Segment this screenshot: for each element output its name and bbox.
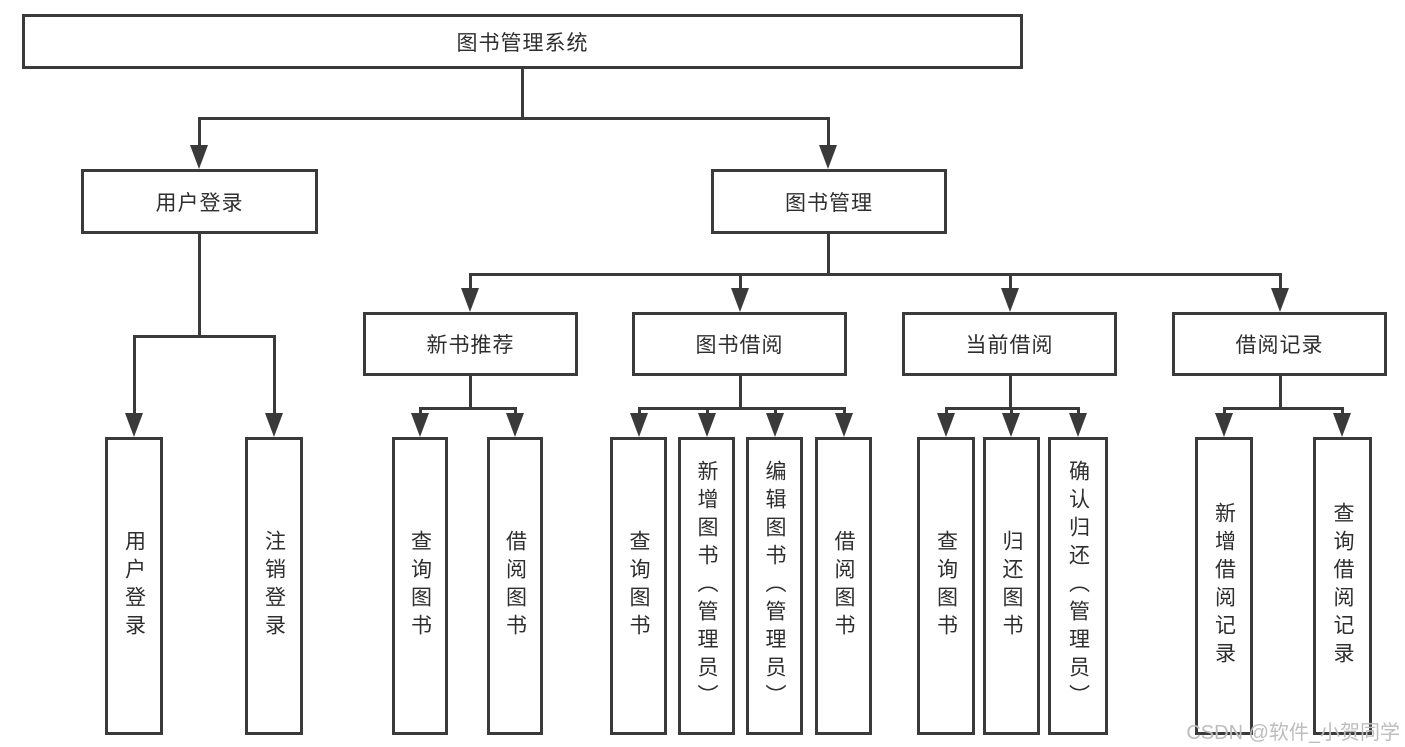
arrow-down-icon: [819, 145, 837, 169]
node-label-branch-new-book: 新书推荐: [426, 334, 515, 357]
connector-line: [197, 117, 830, 120]
arrow-down-icon: [835, 413, 853, 437]
diagram-node-branch-current: 当前借阅: [902, 312, 1117, 376]
arrow-down-icon: [630, 413, 648, 437]
node-label-root: 图书管理系统: [456, 31, 589, 55]
connector-line: [738, 273, 742, 292]
connector-line: [468, 273, 1282, 276]
diagram-node-leaf-add-record: 新增借阅记录: [1195, 437, 1253, 735]
diagram-node-branch-book-mgmt: 图书管理: [711, 169, 947, 234]
connector-line: [637, 407, 641, 417]
node-label-leaf-query-book-3: 查询图书: [934, 530, 958, 642]
connector-line: [520, 69, 524, 120]
diagram-node-root: 图书管理系统: [22, 14, 1023, 69]
connector-line: [773, 407, 777, 417]
connector-line: [637, 407, 846, 410]
connector-line: [197, 117, 201, 149]
connector-line: [1278, 376, 1282, 410]
connector-line: [132, 335, 276, 338]
arrow-down-icon: [1069, 413, 1087, 437]
connector-line: [1340, 407, 1344, 417]
arrow-down-icon: [461, 288, 479, 312]
node-label-leaf-user-login: 用户登录: [122, 530, 146, 642]
arrow-down-icon: [1002, 413, 1020, 437]
connector-line: [197, 234, 201, 338]
node-label-leaf-query-book-2: 查询图书: [627, 530, 650, 642]
connector-line: [272, 335, 276, 417]
node-label-branch-user-login: 用户登录: [155, 191, 244, 215]
arrow-down-icon: [411, 413, 429, 437]
arrow-down-icon: [731, 288, 749, 312]
arrow-down-icon: [1001, 288, 1019, 312]
arrow-down-icon: [698, 413, 716, 437]
node-label-leaf-add-record: 新增借阅记录: [1212, 502, 1236, 670]
node-label-leaf-return-book: 归还图书: [1000, 530, 1023, 642]
diagram-node-leaf-confirm-ret: 确认归还（管理员）: [1048, 437, 1108, 735]
node-label-leaf-query-book-1: 查询图书: [408, 530, 432, 642]
connector-line: [1278, 273, 1282, 292]
diagram-node-branch-book-borrow: 图书借阅: [632, 312, 847, 376]
connector-line: [513, 407, 517, 417]
node-label-leaf-confirm-ret: 确认归还（管理员）: [1066, 460, 1090, 712]
arrow-down-icon: [766, 413, 784, 437]
node-label-leaf-query-record: 查询借阅记录: [1331, 502, 1354, 670]
connector-line: [418, 407, 517, 410]
arrow-down-icon: [1271, 288, 1289, 312]
arrow-down-icon: [1215, 413, 1233, 437]
connector-line: [1009, 407, 1013, 417]
diagram-node-leaf-return-book: 归还图书: [983, 437, 1040, 735]
arrow-down-icon: [190, 145, 208, 169]
diagram-node-leaf-borrow-book-2: 借阅图书: [815, 437, 872, 735]
diagram-node-leaf-borrow-book-1: 借阅图书: [487, 437, 543, 735]
connector-line: [468, 273, 472, 292]
diagram-node-leaf-user-login: 用户登录: [105, 437, 163, 735]
connector-line: [1076, 407, 1080, 417]
arrow-down-icon: [125, 413, 143, 437]
diagram-node-branch-records: 借阅记录: [1172, 312, 1387, 376]
diagram-node-leaf-query-record: 查询借阅记录: [1313, 437, 1372, 735]
diagram-node-branch-new-book: 新书推荐: [363, 312, 578, 376]
arrow-down-icon: [937, 413, 955, 437]
node-label-leaf-logout: 注销登录: [262, 530, 286, 642]
connector-line: [842, 407, 846, 417]
node-label-branch-book-mgmt: 图书管理: [785, 191, 873, 215]
connector-line: [1222, 407, 1226, 417]
node-label-branch-book-borrow: 图书借阅: [695, 334, 784, 357]
connector-line: [826, 234, 830, 276]
connector-line: [944, 407, 948, 417]
node-label-leaf-add-book: 新增图书（管理员）: [695, 460, 718, 712]
diagram-node-leaf-edit-book: 编辑图书（管理员）: [746, 437, 803, 735]
connector-line: [1222, 407, 1344, 410]
diagram-node-leaf-query-book-1: 查询图书: [392, 437, 448, 735]
node-label-leaf-borrow-book-1: 借阅图书: [503, 530, 527, 642]
connector-line: [468, 376, 472, 410]
arrow-down-icon: [506, 413, 524, 437]
arrow-down-icon: [1333, 413, 1351, 437]
connector-line: [132, 335, 136, 417]
node-label-leaf-borrow-book-2: 借阅图书: [832, 530, 855, 642]
connector-line: [705, 407, 709, 417]
watermark: CSDN @软件_小贺同学: [1186, 722, 1400, 744]
arrow-down-icon: [265, 413, 283, 437]
connector-line: [738, 376, 742, 410]
diagram-node-leaf-query-book-2: 查询图书: [610, 437, 667, 735]
diagram-node-leaf-logout: 注销登录: [245, 437, 303, 735]
connector-line: [1008, 376, 1012, 410]
diagram-node-leaf-add-book: 新增图书（管理员）: [678, 437, 735, 735]
connector-line: [418, 407, 422, 417]
diagram-node-leaf-query-book-3: 查询图书: [917, 437, 975, 735]
node-label-leaf-edit-book: 编辑图书（管理员）: [763, 460, 786, 712]
node-label-branch-current: 当前借阅: [965, 334, 1054, 357]
diagram-node-branch-user-login: 用户登录: [81, 169, 318, 234]
connector-line: [1008, 273, 1012, 292]
connector-line: [826, 117, 830, 149]
node-label-branch-records: 借阅记录: [1235, 334, 1324, 357]
